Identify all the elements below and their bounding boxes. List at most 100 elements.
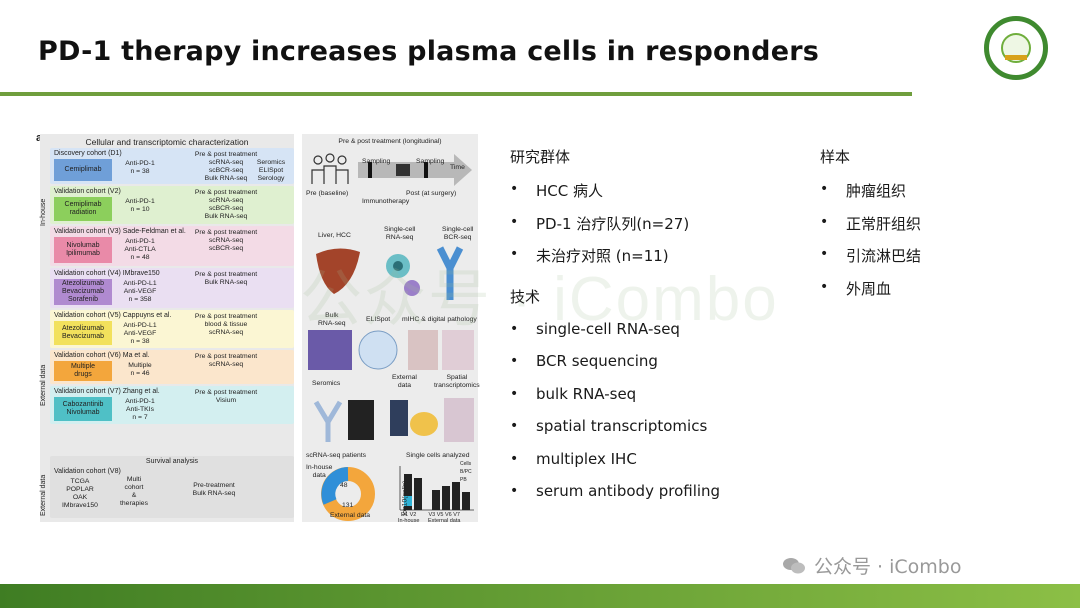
cohort-title: Validation cohort (V3) Sade-Feldman et a… [54, 228, 186, 235]
survival-cohort: Survival analysis Validation cohort (V8)… [50, 456, 294, 518]
bullet-dot-icon: • [820, 278, 829, 295]
cohort-drug: Atezolizumab Bevacizumab Sorafenib [54, 279, 112, 305]
seromics-label: Seromics [312, 380, 341, 387]
wechat-icon [783, 557, 805, 573]
bulk-label: Bulk RNA-seq [318, 312, 346, 327]
bullet-dot-icon: • [510, 181, 519, 197]
timeline-title: Pre & post treatment (longitudinal) [338, 138, 442, 145]
cell-secondary-icon [404, 280, 420, 296]
cohort-title: Validation cohort (V2) [54, 188, 121, 195]
sampling-mark-pre [368, 162, 372, 178]
cohort-title: Validation cohort (V5) Cappuyns et al. [54, 312, 172, 319]
database-icon [410, 412, 438, 436]
cohort-drug: Cabozantinib Nivolumab [54, 397, 112, 421]
sample-item: •正常肝组织 [820, 213, 1020, 246]
antibody-icon [436, 246, 464, 300]
cohort-box: Validation cohort (V2) Cemiplimab radiati… [50, 186, 294, 224]
liver-icon [316, 248, 360, 294]
patients-donut-chart [321, 467, 375, 521]
bar-v3 [432, 490, 440, 510]
legend-bpc: B/PC [460, 469, 472, 475]
survival-cohort-title: Validation cohort (V8) [54, 468, 121, 475]
figure-letter: a [36, 132, 42, 144]
technique-item: • spatial transcriptomics [510, 417, 810, 450]
bar-v6 [452, 482, 460, 510]
bullet-text: single-cell RNA-seq [536, 319, 680, 338]
cells-label: Single cells analyzed [406, 452, 470, 459]
population-item: • HCC 病人 [510, 180, 810, 213]
cohort-treatment: Pre & post treatment scRNA-seq scBCR-seq… [194, 151, 258, 182]
external-data-label: External data [330, 512, 371, 519]
side-label-external: External data [40, 364, 47, 406]
wechat-brand: 公众号 · iCombo [782, 552, 961, 579]
cohort-target: Anti-PD-L1 Anti-VEGF n = 38 [123, 322, 157, 345]
external-label: External data [392, 374, 417, 389]
seromics-antibody-icon [313, 400, 343, 442]
cohort-treatment: Pre & post treatment scRNA-seq [194, 353, 258, 368]
cohort-drug: Cemiplimab radiation [54, 197, 112, 221]
survival-therapies: Multi cohort & therapies [120, 476, 148, 507]
techniques-heading: 技术 [510, 287, 541, 306]
cohort-extra: Seromics ELISpot Serology [256, 159, 286, 182]
timeline-arrow-icon [358, 154, 472, 186]
patient-group-icon [311, 153, 349, 184]
lower-icons [313, 398, 474, 442]
timeline-graphic [311, 153, 472, 186]
in-house-slice [321, 467, 349, 505]
footer-band [0, 584, 1080, 608]
cohort-target: Anti-PD-1 n = 38 [125, 160, 155, 175]
cohort-target: Anti-PD-L1 Anti-VEGF n = 358 [123, 280, 157, 303]
timeline-sampling-post: Sampling [416, 158, 445, 165]
cohort-title: Validation cohort (V6) Ma et al. [54, 352, 150, 359]
bullet-text: serum antibody profiling [536, 482, 721, 500]
elispot-well-thumb [358, 330, 398, 370]
bullet-text: 肿瘤组织 [846, 182, 907, 200]
cohort-box: Validation cohort (V3) Sade-Feldman et a… [50, 226, 294, 266]
bullet-dot-icon: • [820, 181, 829, 197]
cohort-target: Anti-PD-1 n = 10 [125, 198, 155, 213]
timeline-post: Post (at surgery) [406, 190, 457, 197]
elispot-label: ELISpot [366, 316, 391, 323]
cells-bar-chart [399, 466, 474, 511]
bullet-text: HCC 病人 [536, 182, 603, 200]
cohort-drug: Nivolumab Ipilimumab [54, 237, 112, 263]
in-house-count: 48 [340, 482, 348, 489]
study-overview-figure: a Cellular and transcriptomic characteri… [36, 128, 482, 526]
seromics-array-thumb [348, 400, 374, 440]
bullet-text: 未治疗对照 (n=11) [536, 247, 669, 265]
samples-column: 样本 •肿瘤组织•正常肝组织•引流淋巴结•外周血 [820, 146, 1020, 310]
wechat-account-name: 公众号 · iCombo [814, 556, 962, 578]
population-heading: 研究群体 [510, 148, 571, 166]
in-house-data-label: In-house data [306, 464, 333, 479]
bullet-dot-icon: • [510, 450, 519, 467]
methods-panel: Pre & post treatment (longitudinal) Time… [302, 134, 480, 524]
bullet-dot-icon: • [510, 213, 519, 230]
title-rule [0, 92, 912, 96]
cohort-treatment: Pre & post treatment Bulk RNA-seq [194, 271, 258, 286]
bullet-text: 外周血 [846, 279, 892, 298]
timeline-immunotherapy: Immunotherapy [362, 198, 410, 205]
cohort-panel-title: Cellular and transcriptomic characteriza… [85, 137, 249, 147]
external-count: 131 [342, 502, 354, 509]
bullet-dot-icon: • [510, 418, 519, 434]
timeline-pre: Pre (baseline) [306, 190, 349, 197]
technique-item: •BCR sequencing [510, 352, 810, 385]
cells-x-ext: V3 V5 V6 V7 External data [428, 512, 461, 524]
bullet-dot-icon: • [510, 483, 519, 499]
liver-label: Liver, HCC [318, 232, 351, 239]
sample-item: • 肿瘤组织 [820, 180, 1020, 213]
scbcr-label: Single-cell BCR-seq [442, 226, 474, 241]
logo-bar [1005, 55, 1027, 60]
immunotherapy-bar [396, 164, 410, 176]
bulk-tissue-thumb [308, 330, 352, 370]
bar-v7 [462, 492, 470, 510]
image-thumbnails [308, 330, 474, 370]
server-icon [390, 400, 408, 436]
legend-pb: PB [460, 477, 467, 483]
bullet-text: 引流淋巴结 [846, 247, 922, 265]
bullet-text: spatial transcriptomics [536, 417, 708, 435]
cohort-treatment: Pre & post treatment blood & tissue scRN… [194, 313, 258, 336]
survival-trials: TCGA POPLAR OAK IMbrave150 [62, 478, 98, 509]
technique-item: •single-cell RNA-seq [510, 320, 810, 353]
bullet-text: PD-1 治疗队列(n=27) [536, 214, 690, 233]
